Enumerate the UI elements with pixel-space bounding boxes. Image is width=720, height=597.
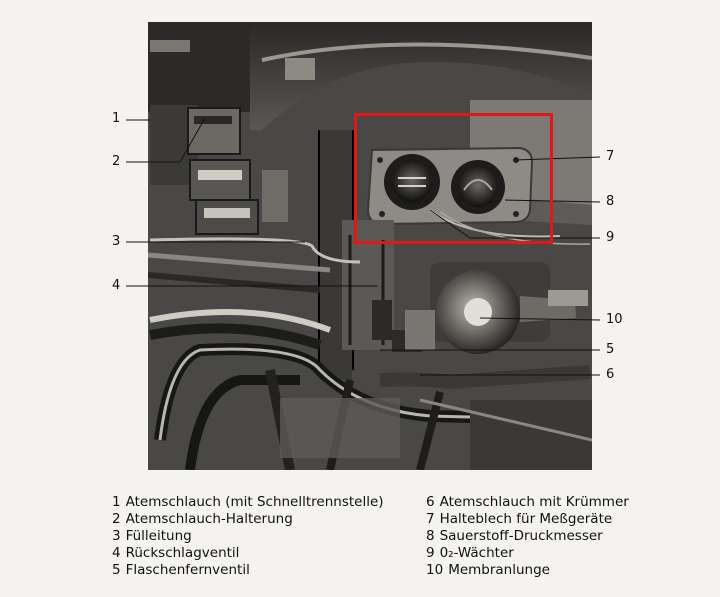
legend-text: 0₂-Wächter	[439, 545, 514, 561]
highlight-box	[354, 113, 553, 244]
legend-text: Fülleitung	[125, 528, 192, 544]
legend-number: 1	[112, 494, 121, 510]
legend-number: 5	[112, 562, 121, 578]
legend-text: Rückschlagventil	[125, 545, 240, 561]
callout-3: 3	[112, 234, 121, 249]
legend-number: 9	[426, 545, 435, 561]
callout-4: 4	[112, 278, 121, 293]
legend-number: 3	[112, 528, 121, 544]
legend-number: 4	[112, 545, 121, 561]
legend-text: Membranlunge	[448, 562, 550, 578]
legend-text: Halteblech für Meßgeräte	[439, 511, 613, 527]
legend-text: Atemschlauch (mit Schnelltrennstelle)	[125, 494, 384, 510]
legend-number: 8	[426, 528, 435, 544]
legend-number: 6	[426, 494, 435, 510]
legend-text: Atemschlauch-Halterung	[125, 511, 293, 527]
callout-9: 9	[606, 230, 615, 245]
photo-content	[148, 22, 592, 470]
callout-leaders	[126, 117, 601, 376]
callout-7: 7	[606, 149, 615, 164]
callout-5: 5	[606, 342, 615, 357]
callout-1: 1	[112, 111, 121, 126]
legend-text: Sauerstoff-Druckmesser	[439, 528, 603, 544]
callout-2: 2	[112, 154, 121, 169]
callout-8: 8	[606, 194, 615, 209]
callout-10: 10	[606, 312, 623, 327]
legend-number: 7	[426, 511, 435, 527]
legend-number: 10	[426, 562, 444, 578]
legend-text: Atemschlauch mit Krümmer	[439, 494, 629, 510]
legend-number: 2	[112, 511, 121, 527]
callout-6: 6	[606, 367, 615, 382]
legend-text: Flaschenfernventil	[125, 562, 250, 578]
